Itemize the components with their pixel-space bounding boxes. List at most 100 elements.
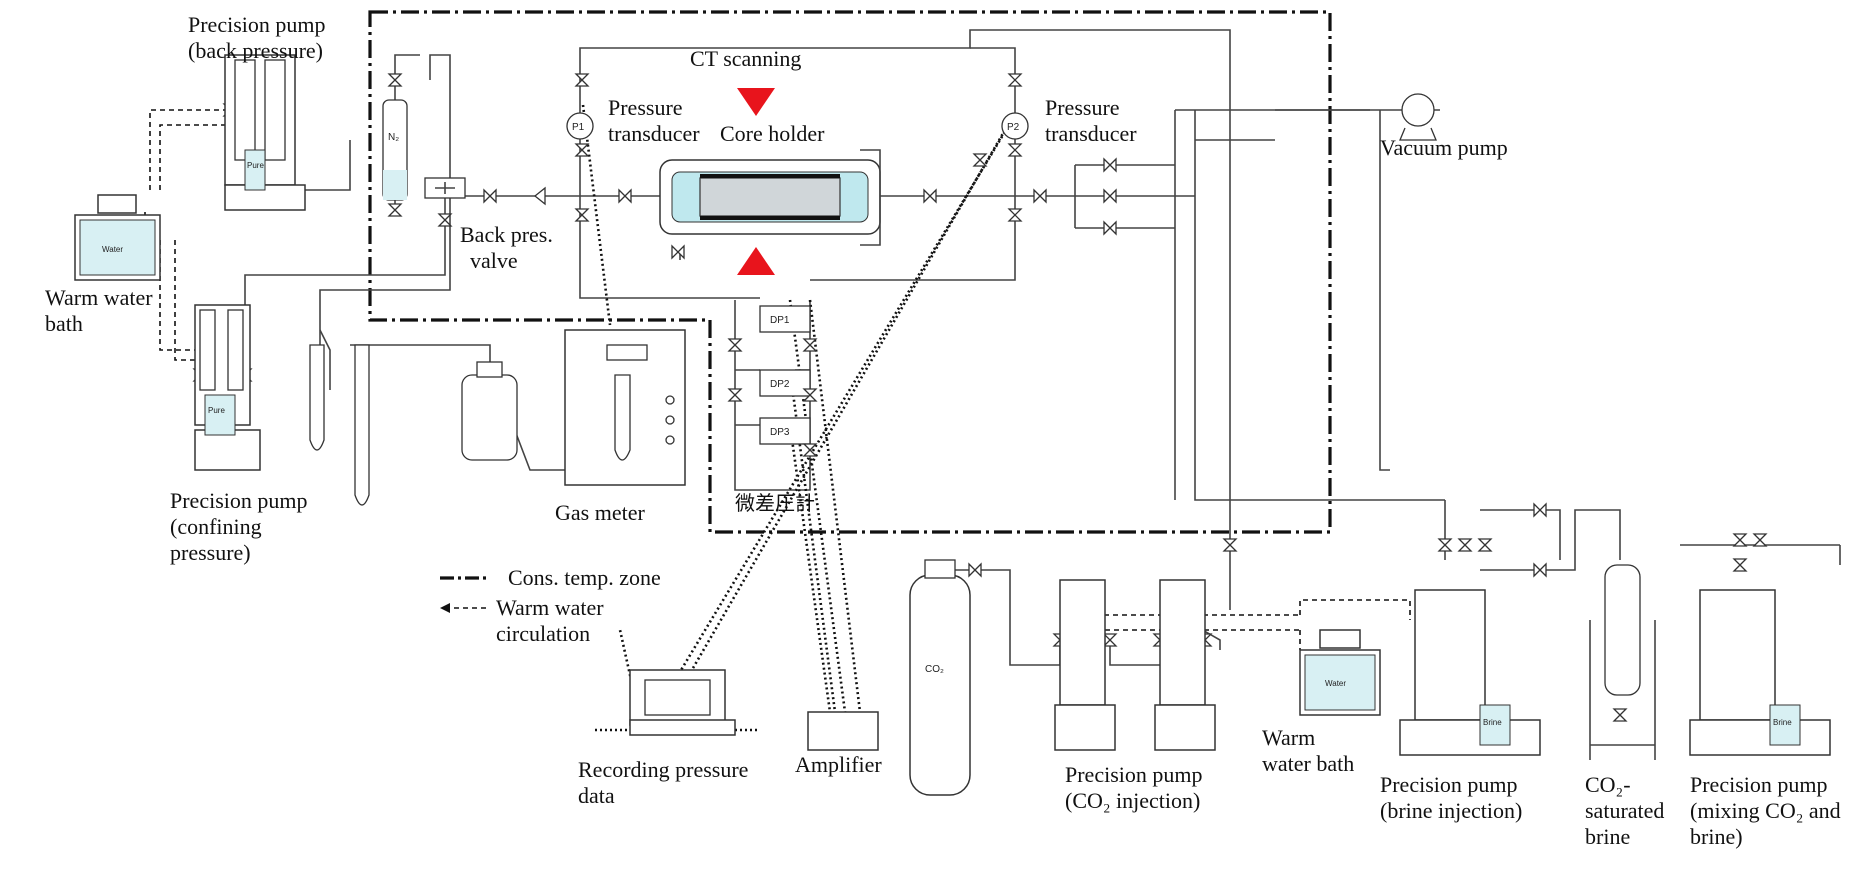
svg-text:Warm water: Warm water	[45, 285, 153, 310]
ct-marker-top	[737, 88, 775, 116]
valve-icon	[802, 443, 818, 457]
valve-icon	[1752, 533, 1768, 547]
amplifier	[807, 711, 879, 751]
svg-text:Precision pump: Precision pump	[1690, 772, 1828, 797]
warm-water-bath-mid: Water	[1299, 629, 1381, 716]
svg-text:Brine: Brine	[1773, 718, 1792, 727]
dp-gauges: DP1 DP2 DP3	[759, 305, 811, 445]
svg-text:valve: valve	[470, 248, 518, 273]
svg-text:Amplifier: Amplifier	[795, 752, 882, 777]
valve-icon	[387, 73, 403, 87]
svg-text:CO₂-: CO₂-	[1585, 772, 1631, 797]
valve-icon	[1732, 558, 1748, 572]
svg-text:Vacuum pump: Vacuum pump	[1380, 135, 1508, 160]
svg-text:CT scanning: CT scanning	[690, 46, 801, 71]
svg-text:Recording pressure: Recording pressure	[578, 757, 748, 782]
legend-arrow	[440, 603, 450, 613]
svg-text:Water: Water	[102, 245, 123, 254]
valve-icon	[1533, 502, 1547, 518]
svg-text:DP1: DP1	[770, 315, 790, 326]
valve-icon	[387, 203, 403, 217]
co2-saturated-brine-vessel	[1589, 564, 1656, 760]
svg-text:Pure: Pure	[247, 161, 264, 170]
svg-text:DP3: DP3	[770, 427, 790, 438]
svg-text:Back pres.: Back pres.	[460, 222, 553, 247]
svg-text:Precision pump: Precision pump	[188, 12, 326, 37]
piping	[220, 29, 1841, 666]
svg-text:Pressure: Pressure	[1045, 95, 1120, 120]
valve-icon	[1457, 538, 1473, 552]
data-recorder	[629, 669, 736, 736]
svg-text:transducer: transducer	[608, 121, 700, 146]
valve-icon	[574, 208, 590, 222]
valve-icon	[1007, 73, 1023, 87]
warm-water-bath-left: Water	[74, 194, 161, 281]
svg-text:Precision pump: Precision pump	[1065, 762, 1203, 787]
svg-text:bath: bath	[45, 311, 83, 336]
svg-text:Core holder: Core holder	[720, 121, 825, 146]
valve-icon	[1732, 533, 1748, 547]
pressure-transducer-p2: P2	[1001, 112, 1029, 140]
svg-text:(CO₂ injection): (CO₂ injection)	[1065, 788, 1200, 813]
valve-icon	[618, 188, 632, 204]
valve-icon	[574, 73, 590, 87]
core-holder	[659, 149, 881, 246]
valve-icon	[1102, 633, 1118, 647]
svg-text:Cons. temp. zone: Cons. temp. zone	[508, 565, 661, 590]
svg-text:transducer: transducer	[1045, 121, 1137, 146]
svg-text:Warm: Warm	[1262, 725, 1315, 750]
svg-text:(mixing CO₂ and: (mixing CO₂ and	[1690, 798, 1841, 823]
co2-cylinder: CO₂	[909, 559, 971, 796]
svg-text:pressure): pressure)	[170, 540, 251, 565]
svg-text:(back pressure): (back pressure)	[188, 38, 323, 63]
svg-text:Pressure: Pressure	[608, 95, 683, 120]
pressure-transducer-p1: P1	[566, 112, 594, 140]
svg-text:data: data	[578, 783, 615, 808]
check-valve	[533, 186, 546, 206]
n2-accumulator: N₂	[382, 99, 408, 201]
valve-icon	[1222, 538, 1238, 552]
svg-text:(brine injection): (brine injection)	[1380, 798, 1522, 823]
labels: Precision pump (back pressure) Warm wate…	[45, 12, 1841, 849]
valve-icon	[1437, 538, 1453, 552]
svg-text:Precision pump: Precision pump	[170, 488, 308, 513]
valve-icon	[1007, 143, 1023, 157]
valve-icon	[1007, 208, 1023, 222]
back-pressure-valve	[424, 177, 466, 199]
valve-icon	[968, 562, 982, 578]
svg-text:Precision pump: Precision pump	[1380, 772, 1518, 797]
svg-text:CO₂: CO₂	[925, 664, 944, 675]
svg-text:water bath: water bath	[1262, 751, 1354, 776]
valve-icon	[1612, 708, 1628, 722]
gas-meter	[564, 329, 686, 486]
svg-text:circulation: circulation	[496, 621, 590, 646]
svg-text:Brine: Brine	[1483, 718, 1502, 727]
svg-text:Pure: Pure	[208, 406, 225, 415]
svg-text:saturated: saturated	[1585, 798, 1664, 823]
svg-text:brine: brine	[1585, 824, 1630, 849]
precision-pump-confining: Pure	[194, 304, 261, 471]
svg-text:brine): brine)	[1690, 824, 1743, 849]
valve-icon	[437, 213, 453, 227]
valve-icon	[1533, 562, 1547, 578]
precision-pump-mixing: Brine	[1689, 589, 1831, 756]
valve-icon	[802, 388, 818, 402]
valve-icon	[483, 188, 497, 204]
valve-icon	[1103, 188, 1117, 204]
valve-icon	[727, 388, 743, 402]
svg-text:DP2: DP2	[770, 379, 790, 390]
svg-text:Warm water: Warm water	[496, 595, 604, 620]
valve-icon	[727, 338, 743, 352]
valve-icon	[1103, 220, 1117, 236]
svg-text:微差圧計: 微差圧計	[735, 492, 815, 515]
valve-icon	[671, 244, 685, 260]
precision-pumps-co2	[1054, 579, 1216, 751]
svg-text:(confining: (confining	[170, 514, 262, 539]
ct-marker-bottom	[737, 247, 775, 275]
svg-text:Gas meter: Gas meter	[555, 500, 645, 525]
valve-icon	[1033, 188, 1047, 204]
valve-icon	[972, 153, 988, 167]
precision-pump-brine: Brine	[1399, 589, 1541, 756]
